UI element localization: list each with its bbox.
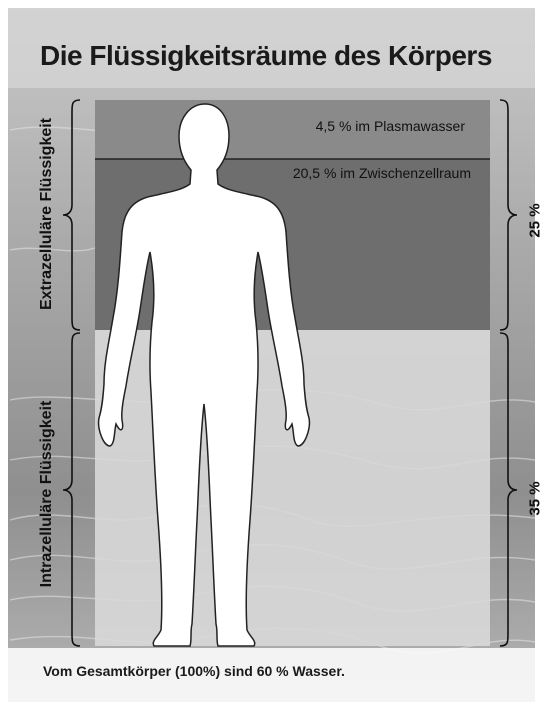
footnote: Vom Gesamtkörper (100%) sind 60 % Wasser…	[43, 663, 345, 679]
interstitial-label: 20,5 % im Zwischenzellraum	[293, 165, 471, 181]
intracellular-label: Intrazelluläre Flüssigkeit	[38, 394, 56, 594]
extracellular-percentage: 25 %	[527, 203, 543, 237]
intracellular-percentage: 35 %	[527, 481, 543, 515]
extracellular-label: Extrazelluläre Flüssigkeit	[38, 114, 56, 314]
page-title: Die Flüssigkeitsräume des Körpers	[40, 40, 492, 72]
plasma-label: 4,5 % im Plasmawasser	[316, 118, 465, 134]
